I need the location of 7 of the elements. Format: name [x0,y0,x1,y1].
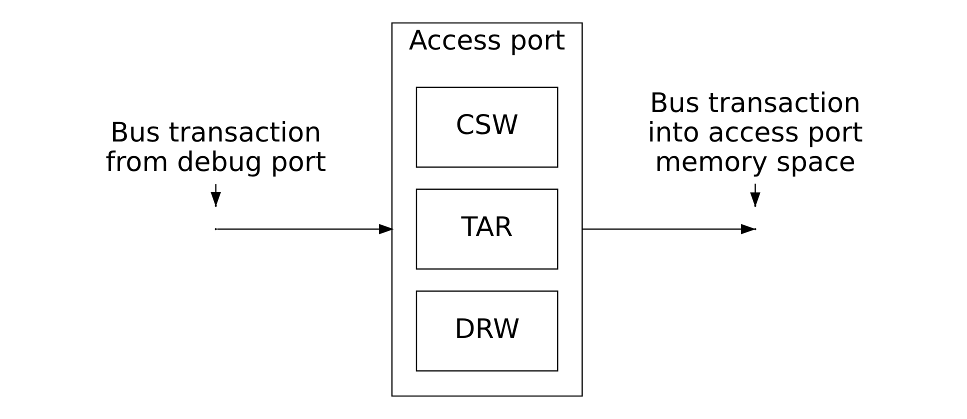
node-box: CSW [415,86,558,168]
node-text: Bus transaction from debug port [105,118,326,178]
arrow [582,224,756,234]
node-text: Bus transaction into access port memory space [647,88,862,178]
node-box: DRW [415,290,558,372]
node-box: TAR [415,188,558,270]
arrow [216,224,394,234]
